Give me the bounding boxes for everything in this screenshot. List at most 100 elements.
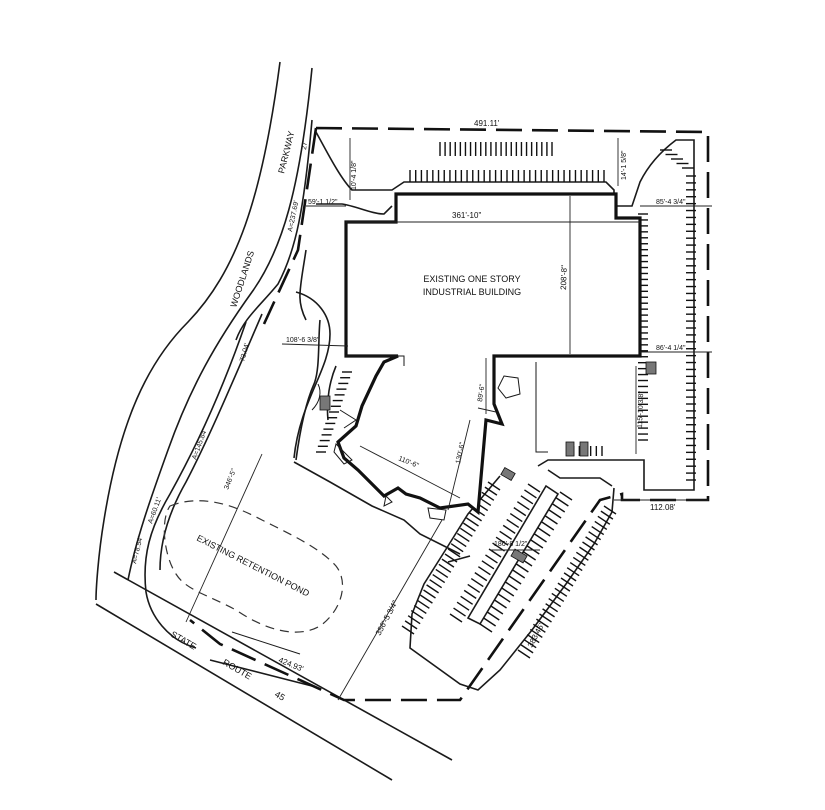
parking-stall-line	[512, 569, 526, 579]
parking-stall-line	[566, 567, 580, 577]
parking-stall-line	[456, 601, 470, 611]
dim-wing-end: 130'-6"	[455, 441, 466, 464]
parking-stall-line	[466, 517, 479, 527]
parking-stall-line	[410, 609, 424, 620]
parking-stall-line	[495, 536, 509, 546]
parking-stall-line	[459, 527, 473, 537]
building-label-line2: INDUSTRIAL BUILDING	[423, 287, 521, 297]
parking-stall-line	[404, 620, 418, 630]
dim-bldg-depth: 208'-8"	[559, 265, 569, 290]
dim-bldg-width: 361'-10"	[452, 211, 481, 220]
dim-wing-side: 115'-10 3/8"	[637, 391, 645, 429]
parking-stall-line	[485, 554, 498, 564]
parking-stall-line	[523, 551, 537, 561]
parking-stall-line	[515, 563, 529, 573]
parking-stall-line	[450, 543, 464, 553]
parking-stall-line	[456, 532, 470, 543]
parking-stall-line	[423, 589, 436, 599]
road-label-parkway: PARKWAY	[276, 130, 296, 174]
parking-stall-line	[520, 644, 534, 654]
parking-stall-line	[585, 536, 598, 546]
parking-stall-line	[467, 583, 481, 594]
parking-stall-line	[597, 515, 611, 525]
parking-stall-line	[487, 481, 501, 491]
dim-woodlands-seg: 73.04'	[239, 342, 251, 362]
parking-stall-line	[407, 615, 421, 625]
parking-stall-line	[420, 594, 433, 604]
parking-stalls	[316, 142, 696, 659]
parking-stall-line	[453, 537, 467, 548]
pond-label: EXISTING RETENTION POND	[195, 533, 311, 599]
parking-stall-line	[582, 541, 595, 551]
parking-stall-line	[539, 613, 552, 623]
dim-right-bottom: 112.08'	[650, 503, 676, 512]
dim-pond-span: 346'-5"	[223, 468, 238, 491]
parking-stall-line	[477, 566, 491, 576]
parking-stall-line	[529, 628, 543, 639]
parking-stall-line	[481, 560, 495, 570]
road-label-route: ROUTE	[221, 657, 253, 681]
dim-parking: 186'-8 1/2"	[494, 541, 528, 548]
parking-stall-line	[516, 501, 530, 511]
parking-stall-line	[463, 589, 477, 599]
main-building	[336, 192, 642, 516]
dim-arc-middle: A=145.84'	[191, 429, 208, 461]
parking-stall-line	[486, 611, 500, 621]
dim-top: 491.11'	[474, 119, 500, 128]
parking-stall-line	[499, 530, 513, 540]
hatched-utility-pads	[319, 361, 657, 564]
parking-stall-line	[469, 512, 482, 522]
parking-stall-line	[509, 512, 523, 523]
dim-site-span: 356'-5 3/4"	[374, 599, 400, 637]
parking-stall-line	[554, 587, 568, 597]
parking-stall-line	[494, 599, 507, 609]
parking-stall-line	[594, 520, 608, 531]
parking-stall-line	[505, 581, 518, 591]
retention-pond	[163, 500, 344, 633]
parking-stall-line	[588, 531, 602, 541]
dim-left-offset: 59'-1 1/2"	[308, 199, 338, 206]
woodlands-parkway-road	[95, 61, 331, 649]
dim-right-setback: 14'-1 5/8"	[621, 150, 628, 180]
parking-stall-line	[453, 607, 466, 617]
road-label-woodlands: WOODLANDS	[228, 249, 256, 308]
parking-stall-line	[479, 623, 493, 633]
parking-stall-line	[481, 491, 495, 501]
parking-stall-line	[579, 546, 592, 556]
dim-arc-27: 27'	[301, 140, 309, 150]
parking-curbs	[293, 131, 695, 691]
parking-stall-line	[413, 604, 427, 615]
parking-stall-line	[537, 527, 551, 537]
parking-stall-line	[441, 558, 455, 568]
road-label-state: STATE	[169, 629, 198, 651]
road-label-route-number: 45	[273, 689, 287, 703]
parking-stall-line	[559, 491, 573, 501]
parking-stall-line	[501, 587, 515, 597]
dim-lower-left: 108'-6 3/8"	[286, 337, 320, 344]
parking-stall-line	[548, 509, 562, 519]
parking-stall-line	[429, 579, 443, 589]
parking-stall-line	[502, 524, 516, 534]
parking-stall-line	[545, 515, 558, 525]
parking-stall-line	[438, 563, 452, 573]
parking-stall-line	[483, 617, 497, 627]
parking-stall-line	[517, 649, 531, 659]
parking-stall-line	[526, 633, 540, 644]
parking-stall-line	[523, 639, 537, 649]
dim-arc-bottom: A=78.54'	[131, 536, 144, 564]
parking-stall-line	[600, 510, 614, 520]
state-route-45-road	[95, 571, 453, 781]
parking-stall-line	[426, 584, 439, 594]
parking-stall-line	[449, 613, 463, 623]
parking-stall-line	[530, 539, 544, 549]
parking-stall-line	[551, 592, 565, 603]
parking-stall-line	[557, 582, 571, 592]
parking-stall-line	[484, 486, 498, 496]
parking-stall-line	[520, 495, 534, 505]
parking-stall-line	[536, 618, 549, 628]
building-wing-details	[311, 355, 548, 521]
parking-stall-line	[463, 522, 476, 532]
parking-stall-line	[444, 553, 458, 563]
parking-stall-line	[524, 489, 537, 499]
